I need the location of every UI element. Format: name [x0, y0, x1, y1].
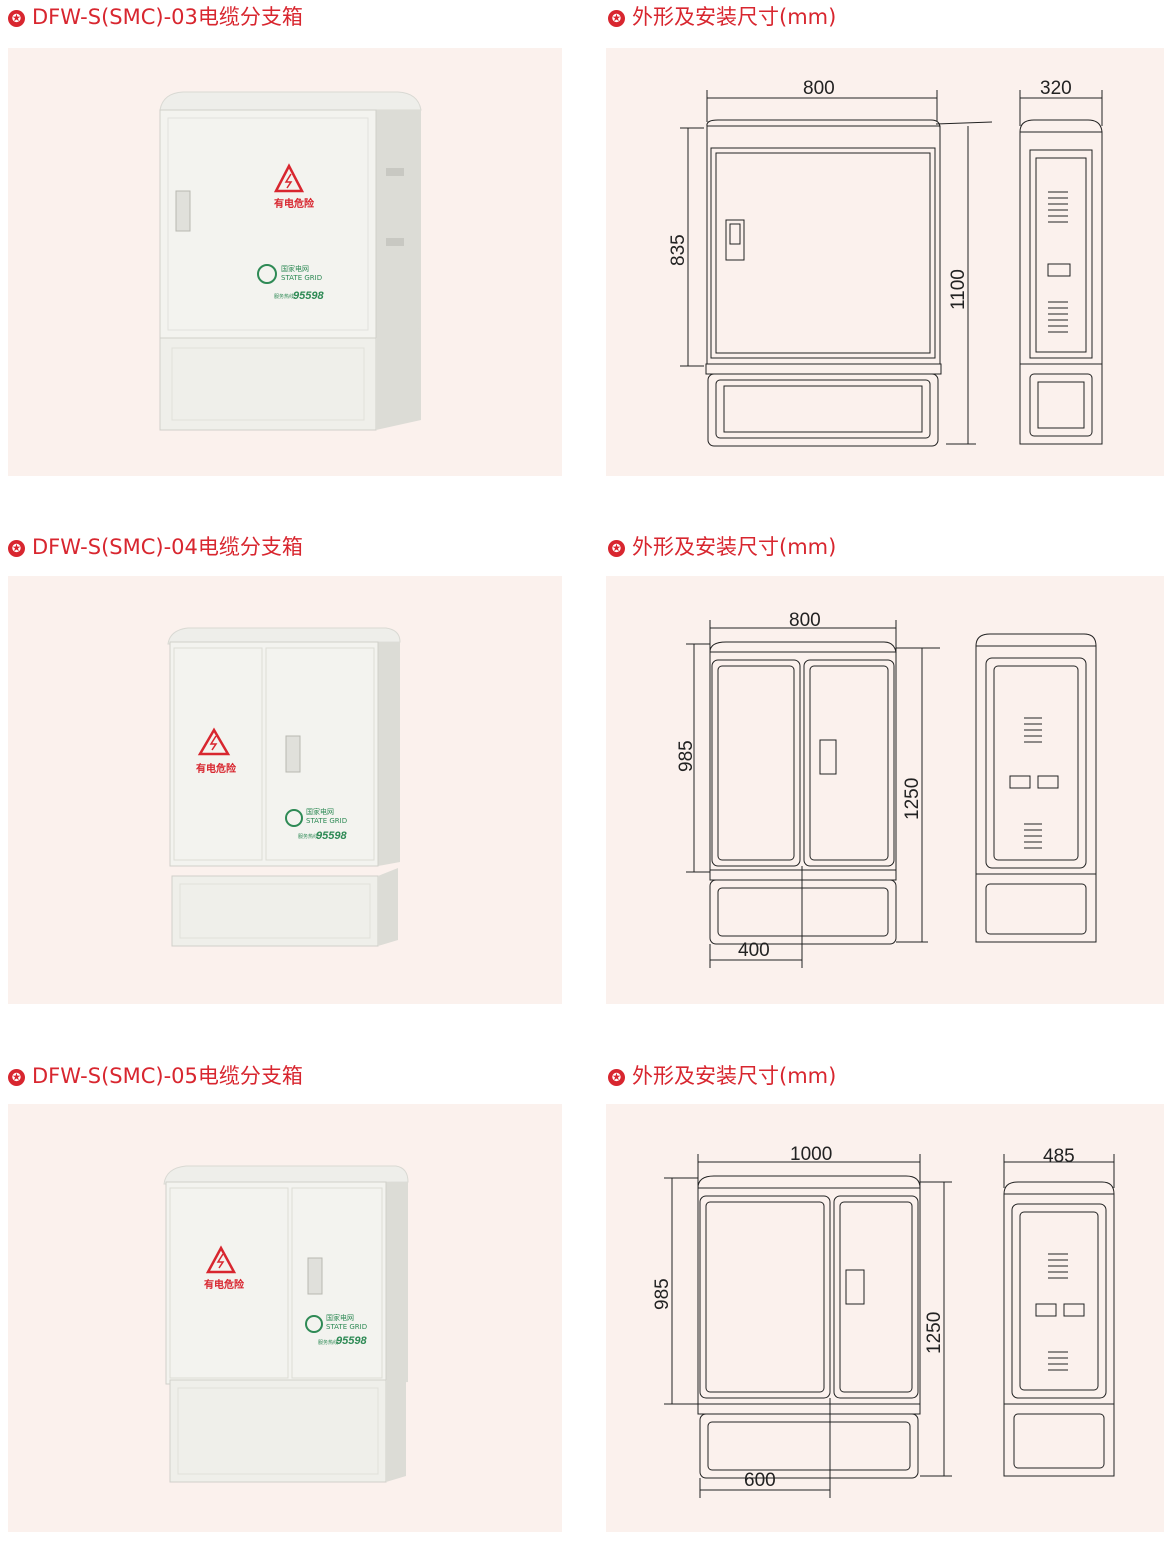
cabinet-03-illustration: 有电危险 国家电网 STATE GRID 服务热线 95598	[159, 91, 422, 431]
dim-door-height: 835	[668, 234, 689, 266]
dim-door-height: 985	[652, 1278, 673, 1310]
warning-label: 有电危险	[274, 197, 315, 210]
brand-en-label: STATE GRID	[326, 1323, 367, 1331]
hotline-label: 服务热线	[318, 1339, 338, 1346]
star-bullet-icon: ✪	[608, 10, 625, 27]
hotline-label: 服务热线	[298, 833, 318, 840]
brand-label: 国家电网	[326, 1313, 354, 1322]
hotline-number: 95598	[336, 1335, 367, 1347]
hotline-number: 95598	[316, 830, 347, 842]
brand-en-label: STATE GRID	[281, 274, 322, 282]
dim-width: 1000	[790, 1144, 832, 1165]
dim-depth: 320	[1040, 78, 1072, 99]
warning-label: 有电危险	[204, 1278, 245, 1291]
product-title-04: ✪DFW-S(SMC)-04电缆分支箱	[8, 534, 303, 560]
warning-label: 有电危险	[196, 762, 237, 775]
dim-depth: 485	[1043, 1146, 1075, 1167]
brand-label: 国家电网	[306, 807, 334, 816]
drawing-title-04: ✪外形及安装尺寸(mm)	[608, 534, 836, 560]
star-bullet-icon: ✪	[608, 540, 625, 557]
dim-width: 800	[803, 78, 835, 99]
brand-label: 国家电网	[281, 264, 309, 273]
brand-en-label: STATE GRID	[306, 817, 347, 825]
dim-base-offset: 600	[744, 1470, 776, 1491]
cabinet-04-illustration: 有电危险 国家电网 STATE GRID 服务热线 95598	[167, 627, 401, 947]
dim-door-height: 985	[676, 740, 697, 772]
star-bullet-icon: ✪	[8, 10, 25, 27]
drawing-title-03: ✪外形及安装尺寸(mm)	[608, 4, 836, 30]
drawing-03: 800 835 1100 320	[668, 78, 1103, 447]
drawing-05: 1000 985 1250 600 485	[652, 1144, 1115, 1498]
star-bullet-icon: ✪	[8, 1069, 25, 1086]
dimension-drawing-05: 1000 985 1250 600 485	[606, 1104, 1164, 1532]
dim-total-height: 1250	[924, 1312, 945, 1354]
product-title-03: ✪DFW-S(SMC)-03电缆分支箱	[8, 4, 303, 30]
product-photo-05: 有电危险 国家电网 STATE GRID 服务热线 95598	[8, 1104, 562, 1532]
dimension-drawing-03: 800 835 1100 320	[606, 48, 1164, 476]
vent-louvers	[1048, 191, 1068, 333]
star-bullet-icon: ✪	[8, 540, 25, 557]
cabinet-05-illustration: 有电危险 国家电网 STATE GRID 服务热线 95598	[163, 1165, 409, 1483]
product-title-05: ✪DFW-S(SMC)-05电缆分支箱	[8, 1063, 303, 1089]
drawing-title-05: ✪外形及安装尺寸(mm)	[608, 1063, 836, 1089]
product-photo-03: 有电危险 国家电网 STATE GRID 服务热线 95598	[8, 48, 562, 476]
dimension-drawing-04: 800 985 1250 400	[606, 576, 1164, 1004]
hotline-label: 服务热线	[274, 293, 294, 300]
dim-base-offset: 400	[738, 940, 770, 961]
dim-width: 800	[789, 610, 821, 631]
dim-total-height: 1100	[948, 269, 969, 310]
drawing-04: 800 985 1250 400	[676, 610, 1097, 968]
product-photo-04: 有电危险 国家电网 STATE GRID 服务热线 95598	[8, 576, 562, 1004]
hotline-number: 95598	[293, 290, 324, 302]
dim-total-height: 1250	[902, 778, 923, 820]
star-bullet-icon: ✪	[608, 1069, 625, 1086]
